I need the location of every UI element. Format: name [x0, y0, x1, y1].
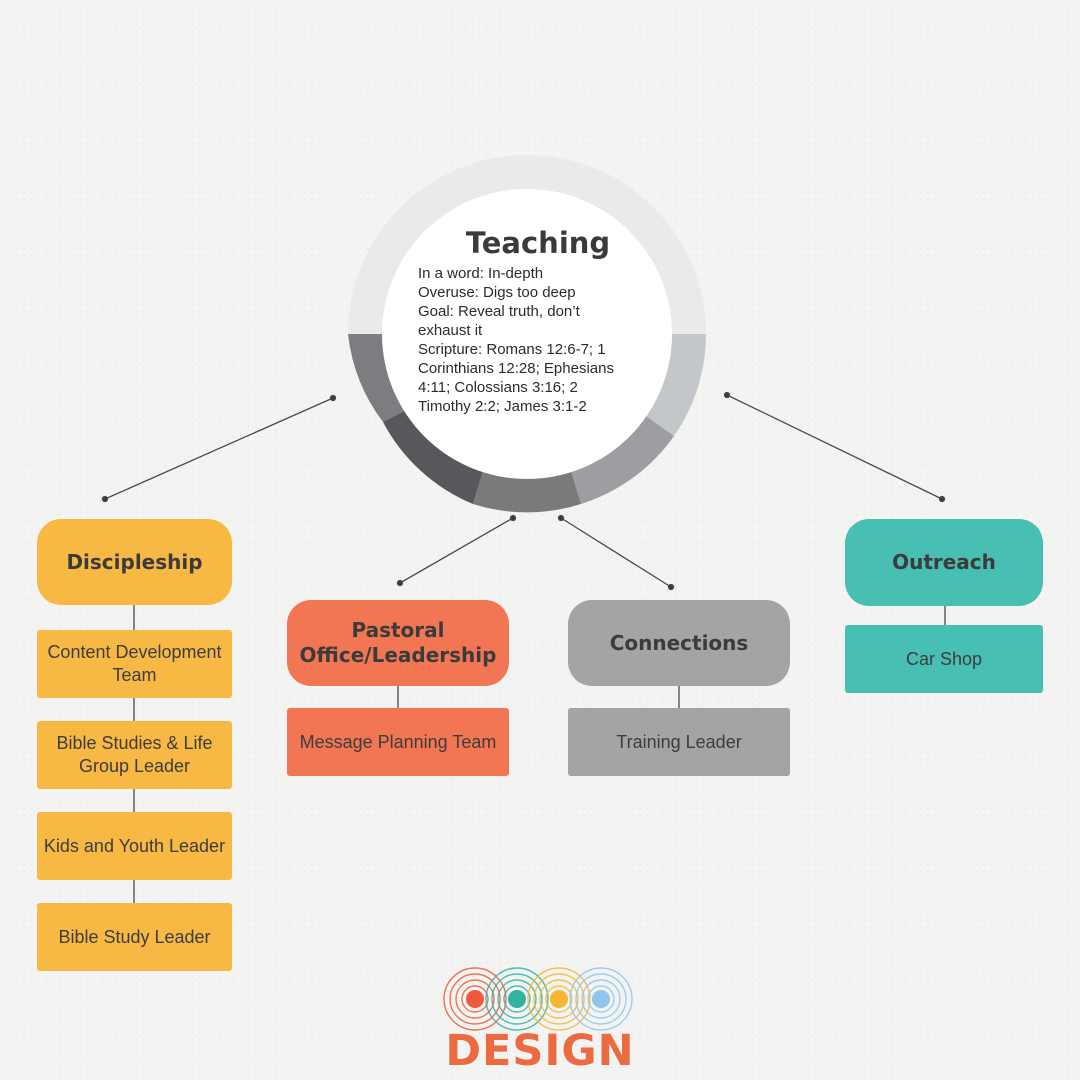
teaching-line: exhaust it: [418, 322, 483, 339]
logo-ring: [569, 967, 633, 1031]
teaching-line: Timothy 2:2; James 3:1-2: [418, 398, 587, 415]
ring-segment-right-lower: [571, 416, 674, 504]
design-logo-text: DESIGN: [445, 1026, 635, 1076]
logo-dot: [550, 990, 568, 1008]
logo-ring: [533, 973, 585, 1025]
stem-lines: [133, 604, 946, 904]
logo-ring: [455, 979, 495, 1019]
logo-ring: [587, 985, 615, 1013]
connector-discipleship: [104, 397, 334, 500]
pastoral-leadership-node: Pastoral Office/Leadership: [287, 600, 509, 686]
bible-studies-life-group-leader-node: Bible Studies & Life Group Leader: [37, 721, 232, 789]
message-planning-team-node: Message Planning Team: [287, 708, 509, 776]
ring-segment-bottom: [473, 471, 581, 513]
logo-ring: [497, 979, 537, 1019]
discipleship-node: Discipleship: [37, 519, 232, 605]
connector-dot: [723, 391, 731, 399]
kids-and-youth-leader-node: Kids and Youth Leader: [37, 812, 232, 880]
connector-outreach: [726, 394, 943, 500]
bible-study-leader-node: Bible Study Leader: [37, 903, 232, 971]
teaching-line: In a word: In-depth: [418, 265, 544, 282]
connector-connections: [560, 517, 672, 588]
ring-segment-top: [348, 155, 706, 334]
teaching-description: Teaching In a word: In-depth Overuse: Di…: [410, 226, 642, 416]
teaching-core: [382, 189, 672, 479]
logo-ring: [527, 967, 591, 1031]
connector-pastoral: [399, 517, 514, 584]
teaching-line: Scripture: Romans 12:6-7; 1: [418, 341, 606, 358]
logo-ring: [575, 973, 627, 1025]
connector-dot: [667, 583, 675, 591]
logo-ring: [539, 979, 579, 1019]
training-leader-node: Training Leader: [568, 708, 790, 776]
logo-ring: [503, 985, 531, 1013]
connector-dot: [938, 495, 946, 503]
teaching-title: Teaching: [465, 226, 611, 260]
ring-segment-left-upper: [348, 334, 412, 422]
teaching-line: Overuse: Digs too deep: [418, 284, 576, 301]
connector-dot: [509, 514, 517, 522]
logo-ring: [461, 985, 489, 1013]
connections-node: Connections: [568, 600, 790, 686]
teaching-line: 4:11; Colossians 3:16; 2: [418, 379, 578, 396]
logo-dot: [592, 990, 610, 1008]
teaching-line: Goal: Reveal truth, don’t: [418, 303, 580, 320]
logo-ring: [443, 967, 507, 1031]
logo-ring: [545, 985, 573, 1013]
connector-lines: [101, 391, 946, 591]
logo-dot: [508, 990, 526, 1008]
connector-dot: [101, 495, 109, 503]
logo-ring: [491, 973, 543, 1025]
ring-segment-right-upper: [646, 334, 706, 436]
logo-ring: [485, 967, 549, 1031]
teaching-ring: [348, 155, 706, 513]
content-development-team-node: Content Development Team: [37, 630, 232, 698]
ring-segment-left-lower: [383, 407, 483, 504]
connector-dot: [329, 394, 337, 402]
outreach-node: Outreach: [845, 519, 1043, 606]
logo-ring: [581, 979, 621, 1019]
logo-ring: [449, 973, 501, 1025]
connector-dot: [396, 579, 404, 587]
logo-rings: [443, 967, 633, 1031]
logo-dot: [466, 990, 484, 1008]
connector-dot: [557, 514, 565, 522]
car-shop-node: Car Shop: [845, 625, 1043, 693]
teaching-line: Corinthians 12:28; Ephesians: [418, 360, 614, 377]
